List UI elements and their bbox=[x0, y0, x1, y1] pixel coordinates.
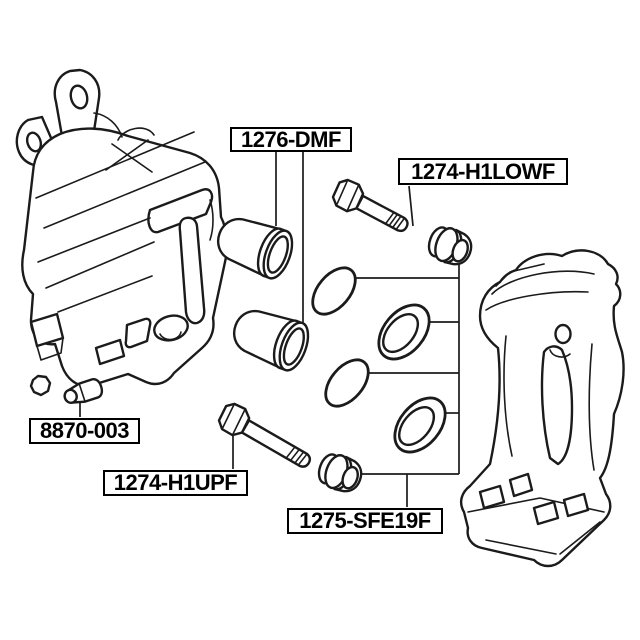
dust-seal-upper bbox=[377, 303, 431, 361]
guide-pin-boot-upper bbox=[427, 226, 473, 266]
caliper-mounting-bracket bbox=[459, 249, 625, 568]
bleeder-screw bbox=[63, 377, 104, 404]
piston-seal-lower bbox=[324, 358, 370, 408]
upper-guide-pin-bolt bbox=[217, 402, 312, 468]
label-box-1274-h1lowf: 1274-H1LOWF bbox=[398, 158, 568, 185]
label-box-1274-h1upf: 1274-H1UPF bbox=[103, 470, 248, 496]
dust-seal-lower bbox=[393, 396, 447, 454]
part-number-text: 1274-H1LOWF bbox=[411, 158, 555, 184]
label-box-1275-sfe19f: 1275-SFE19F bbox=[287, 508, 443, 534]
part-number-text: 8870-003 bbox=[40, 418, 129, 443]
brake-caliper-body bbox=[15, 68, 229, 388]
part-number-text: 1274-H1UPF bbox=[113, 470, 238, 495]
piston-seal-upper bbox=[311, 266, 357, 316]
piston-lower bbox=[232, 309, 310, 372]
label-box-8870-003: 8870-003 bbox=[29, 418, 140, 444]
bleeder-cap bbox=[29, 374, 52, 397]
part-number-text: 1275-SFE19F bbox=[299, 508, 431, 533]
label-box-1276-dmf: 1276-DMF bbox=[230, 127, 352, 152]
lower-guide-pin-bolt bbox=[331, 178, 409, 233]
guide-pin-boot-lower bbox=[317, 453, 363, 493]
piston-upper bbox=[216, 217, 294, 280]
leader-lines bbox=[79, 152, 460, 507]
part-number-text: 1276-DMF bbox=[241, 126, 341, 152]
